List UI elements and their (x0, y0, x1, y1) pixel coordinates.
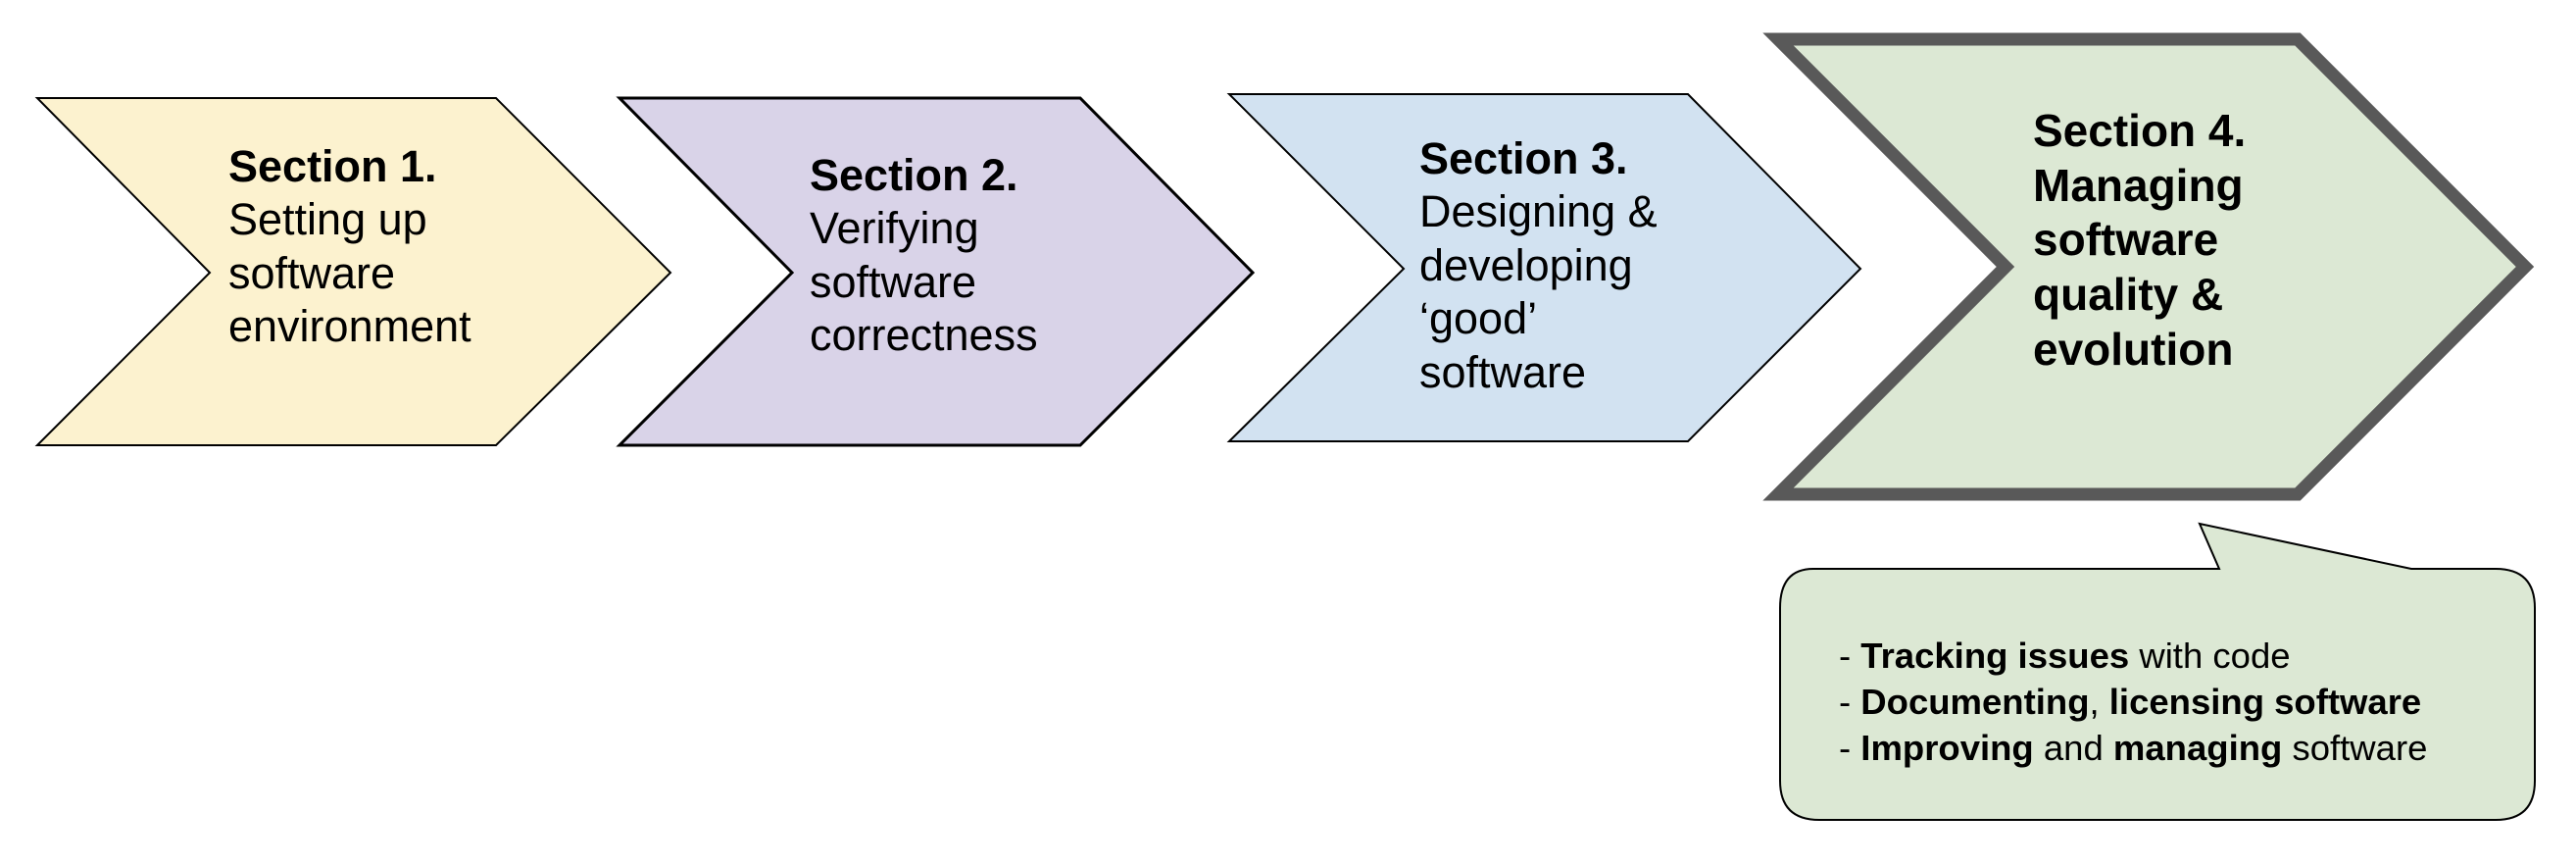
callout-bubble (1779, 522, 2536, 821)
callout-item-bullet: - (1839, 636, 1861, 676)
section-2-line: software (810, 256, 977, 307)
callout-item-text: licensing software (2108, 682, 2422, 722)
section-3-title: Section 3. (1419, 133, 1628, 183)
callout-item-text: Documenting (1860, 682, 2090, 722)
callout-item-bullet: - (1839, 682, 1861, 722)
section-3-label: Section 3. Designing & developing ‘good’… (1419, 132, 1658, 399)
section-4-line: evolution (2033, 323, 2234, 375)
section-1-chevron (34, 97, 672, 446)
section-4-line: Managing (2033, 159, 2244, 211)
section-1-line: Setting up (228, 194, 427, 245)
callout-item-text: Tracking issues (1860, 636, 2130, 676)
section-1-title: Section 1. (228, 141, 437, 191)
section-4-line: software (2033, 214, 2219, 266)
section-3-line: ‘good’ (1419, 293, 1538, 344)
callout-item-text: , (2089, 682, 2109, 722)
callout-item: - Documenting, licensing software (1839, 679, 2427, 725)
section-2-title: Section 2. (810, 150, 1018, 200)
callout-item-text: and (2033, 728, 2113, 768)
callout-item: - Tracking issues with code (1839, 633, 2427, 679)
section-1-label: Section 1. Setting up software environme… (228, 140, 471, 354)
section-4-line: quality & (2033, 268, 2224, 320)
section-1-line: software (228, 247, 396, 298)
section-2-label: Section 2. Verifying software correctnes… (810, 149, 1038, 363)
section-3-line: Designing & (1419, 186, 1658, 237)
callout-item-text: managing (2112, 728, 2283, 768)
callout-item: - Improving and managing software (1839, 725, 2427, 771)
section-2-line: correctness (810, 310, 1038, 361)
section-3-line: developing (1419, 239, 1633, 290)
section-3-line: software (1419, 346, 1587, 397)
callout-list: - Tracking issues with code - Documentin… (1839, 633, 2427, 771)
section-4-label: Section 4. Managing software quality & e… (2033, 104, 2246, 377)
section-2-line: Verifying (810, 203, 979, 254)
callout-item-text: with code (2129, 636, 2291, 676)
section-4-title: Section 4. (2033, 105, 2247, 156)
section-1-line: environment (228, 301, 471, 352)
callout-item-bullet: - (1839, 728, 1861, 768)
section-3-chevron (1226, 93, 1862, 442)
section-2-chevron (616, 96, 1256, 447)
callout-item-text: Improving (1860, 728, 2034, 768)
callout-item-text: software (2282, 728, 2428, 768)
section-4-chevron (1762, 32, 2535, 501)
